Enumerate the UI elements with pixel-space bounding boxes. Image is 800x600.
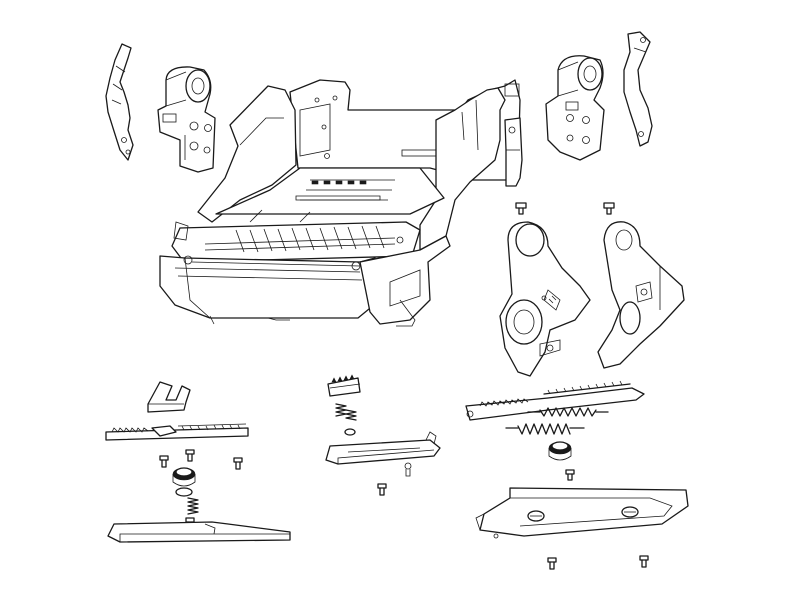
right-gear [548,441,575,481]
center-springs [335,403,357,436]
left-roller-arm [499,221,591,377]
left-base-plate [107,521,291,543]
center-connector [327,374,361,397]
main-chassis-frame [159,79,523,327]
chassis-slots-front [235,225,385,253]
chassis-slots-top [311,180,367,185]
right-roller-arm [597,221,685,369]
left-rack-bar [105,423,249,441]
left-latch-clip [147,381,191,413]
right-extension-springs [505,407,609,435]
left-spring [187,497,199,515]
right-roller-bearing-bracket [545,55,605,161]
left-roller-bearing-bracket [157,66,216,173]
left-gear [172,467,196,497]
upper-left-screw [515,202,527,215]
left-screws [159,449,243,529]
left-side-lever [105,43,134,161]
right-side-lever [623,31,653,147]
upper-right-screw [603,202,615,215]
right-tray [475,487,689,570]
center-slide-plate [325,431,441,496]
right-rack-bar [465,380,645,421]
